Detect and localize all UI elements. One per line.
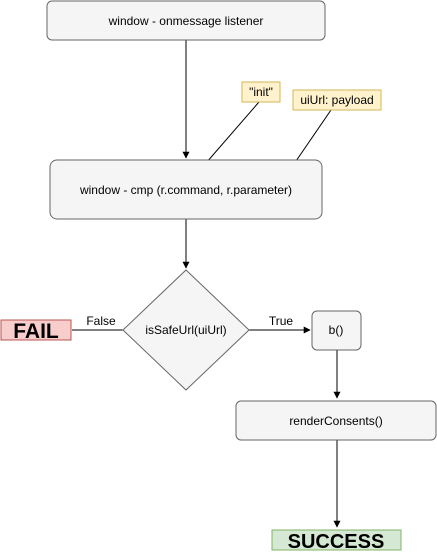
cmp-label: window - cmp (r.command, r.parameter) [79, 183, 292, 197]
fail-box [0, 319, 72, 341]
render-label: renderConsents() [289, 414, 382, 428]
false-label: False [86, 314, 116, 328]
success-label: SUCCESS [288, 531, 385, 553]
b-label: b() [329, 323, 344, 337]
listener-box [46, 0, 326, 41]
listener-label: window - onmessage listener [108, 14, 264, 28]
decision-diamond [122, 269, 250, 391]
fail-label: FAIL [13, 320, 59, 343]
decision-label: isSafeUrl(uiUrl) [145, 323, 226, 337]
true-label: True [269, 314, 294, 328]
cmp-box [49, 159, 323, 220]
note-init [241, 81, 281, 103]
note-init-label: "init" [249, 85, 273, 99]
render-box [235, 400, 437, 441]
note-uiurl [292, 89, 382, 111]
b-box [311, 310, 362, 351]
success-box [271, 529, 402, 551]
note-uiurl-label: uiUrl: payload [300, 93, 373, 107]
